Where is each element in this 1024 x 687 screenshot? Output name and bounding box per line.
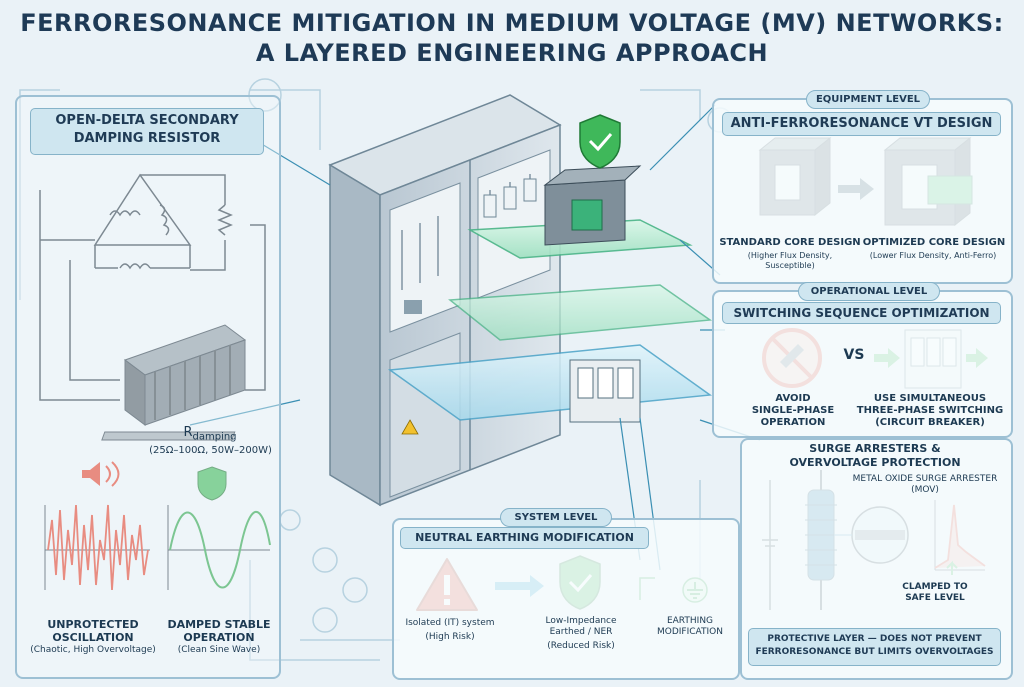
header-line-1: OPEN-DELTA SECONDARY [55, 113, 239, 128]
damped-note: (Clean Sine Wave) [177, 645, 261, 655]
versus-label: VS [843, 347, 865, 363]
earthing-modification-label: EARTHING MODIFICATION [657, 616, 723, 637]
equipment-header: ANTI-FERRORESONANCE VT DESIGN [722, 112, 1001, 136]
clamped-label: CLAMPED TO SAFE LEVEL [902, 582, 968, 603]
surge-header: SURGE ARRESTERS & OVERVOLTAGE PROTECTION [789, 442, 961, 469]
operational-layer-plane [448, 284, 713, 341]
mov-label: METAL OXIDE SURGE ARRESTER (MOV) [852, 474, 998, 495]
avoid-single-phase-text: AVOID SINGLE-PHASE OPERATION [751, 393, 835, 428]
equipment-level-label: EQUIPMENT LEVEL [806, 90, 930, 109]
unprotected-note: (Chaotic, High Overvoltage) [30, 645, 156, 655]
resistor-symbol-label: Rdamping [183, 425, 237, 443]
surge-footer: PROTECTIVE LAYER — DOES NOT PREVENT FERR… [748, 628, 1001, 666]
header-line-2: DAMPING RESISTOR [73, 131, 221, 146]
equipment-layer-plane [467, 165, 693, 259]
unprotected-title: UNPROTECTED OSCILLATION [47, 618, 139, 644]
isolated-system-title: Isolated (IT) system [405, 618, 495, 628]
alarm-speaker-icon [82, 461, 120, 487]
safe-shield-icon [579, 114, 621, 169]
title-line-2: A LAYERED ENGINEERING APPROACH [255, 39, 769, 67]
system-layer-plane [387, 344, 713, 423]
open-delta-schematic [39, 173, 266, 401]
use-three-phase-text: USE SIMULTANEOUS THREE-PHASE SWITCHING (… [856, 393, 1004, 428]
isolated-system-note: (High Risk) [425, 632, 475, 642]
safe-shield-small-icon [197, 466, 227, 501]
damped-sine-waveform [167, 505, 271, 590]
standard-core-title: STANDARD CORE DESIGN [719, 237, 861, 248]
damped-title: DAMPED STABLE OPERATION [167, 618, 271, 644]
title-line-1: FERRORESONANCE MITIGATION IN MEDIUM VOLT… [20, 9, 1004, 37]
operational-level-label: OPERATIONAL LEVEL [798, 282, 940, 301]
page-title: FERRORESONANCE MITIGATION IN MEDIUM VOLT… [0, 8, 1024, 68]
system-level-label: SYSTEM LEVEL [500, 508, 612, 527]
resistor-spec: (25Ω–100Ω, 50W–200W) [149, 445, 272, 456]
damping-resistor-header: OPEN-DELTA SECONDARY DAMPING RESISTOR [30, 108, 264, 155]
chaotic-waveform [44, 504, 150, 591]
low-impedance-note: (Reduced Risk) [547, 641, 615, 651]
standard-core-note: (Higher Flux Density, Susceptible) [747, 251, 833, 270]
left-panel [15, 95, 281, 679]
low-impedance-title: Low-Impedance Earthed / NER [545, 616, 617, 637]
optimized-core-note: (Lower Flux Density, Anti-Ferro) [869, 251, 997, 260]
operational-header: SWITCHING SEQUENCE OPTIMIZATION [722, 302, 1001, 324]
system-header: NEUTRAL EARTHING MODIFICATION [400, 527, 649, 549]
optimized-core-title: OPTIMIZED CORE DESIGN [862, 237, 1006, 248]
damping-resistor-image [101, 324, 247, 441]
